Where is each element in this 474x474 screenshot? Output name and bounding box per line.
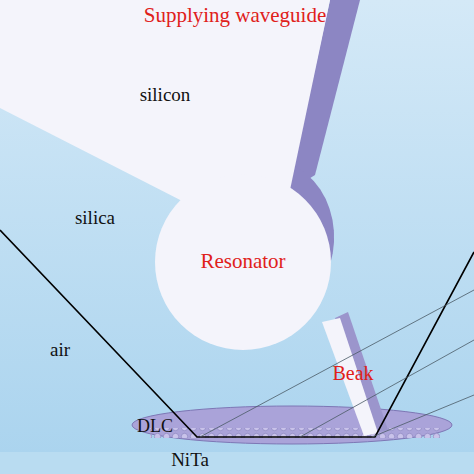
dlc-layer	[132, 406, 452, 444]
beak	[322, 318, 378, 436]
light-ray-thin	[200, 290, 474, 437]
light-ray-thin	[372, 395, 474, 437]
light-ray-thin	[300, 340, 474, 437]
material-label: air	[50, 340, 70, 361]
node-label: Resonator	[200, 250, 285, 273]
node-label: Supplying waveguide	[144, 4, 327, 27]
beak-label-region: Beak	[318, 355, 388, 391]
waveguide-region: Supplying waveguide silicon	[100, 0, 370, 120]
node-label: silicon	[140, 85, 191, 106]
node-label: Beak	[332, 362, 373, 384]
material-label: DLC	[137, 417, 173, 437]
light-ray	[0, 230, 474, 437]
waveguide	[0, 0, 330, 205]
material-label: silica	[75, 208, 115, 229]
nita-substrate	[0, 452, 474, 474]
resonator-region: Resonator	[175, 235, 311, 289]
material-label: NiTa	[171, 450, 209, 471]
resonator-disc	[155, 174, 331, 350]
